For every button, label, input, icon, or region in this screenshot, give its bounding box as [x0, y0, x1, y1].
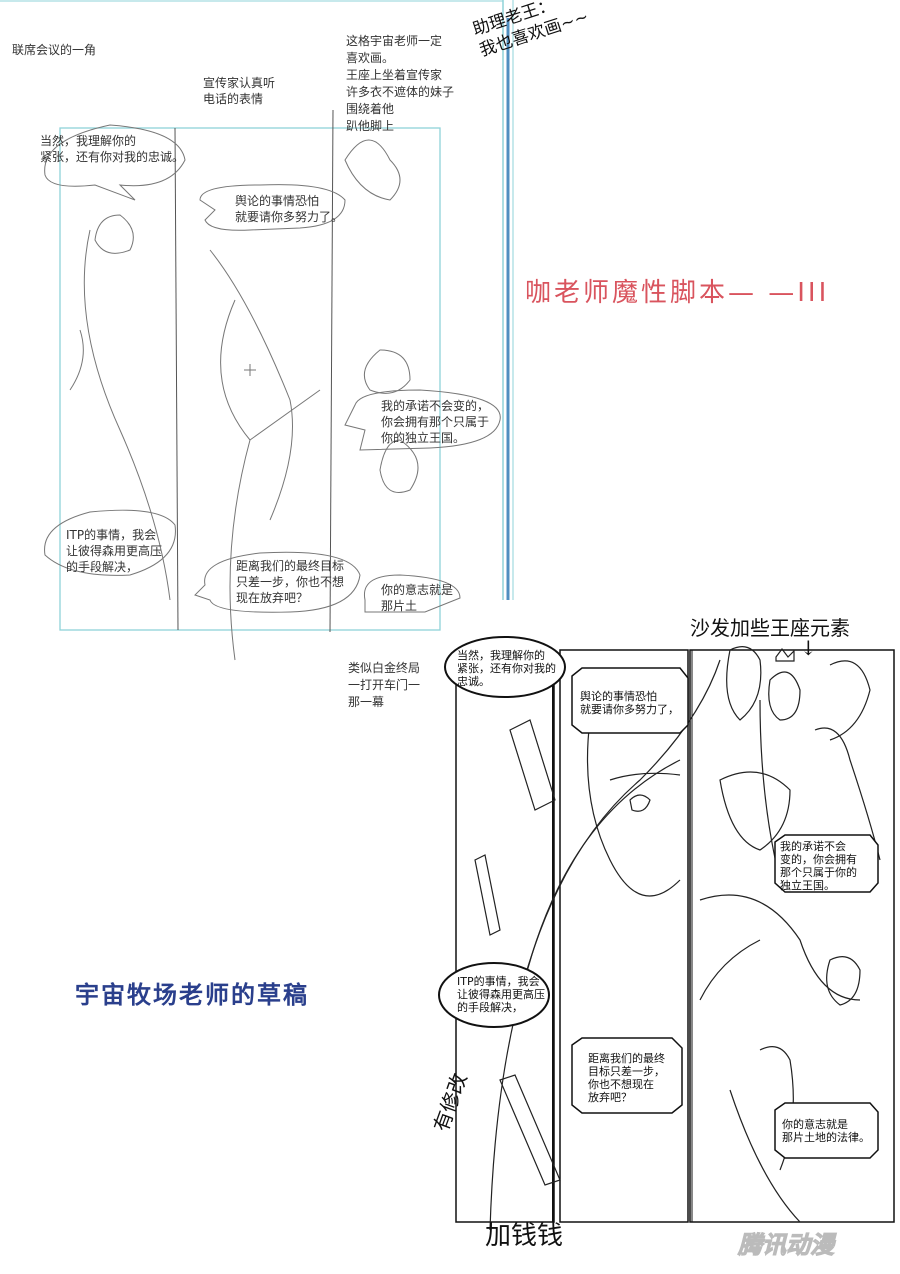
sketch-bubble-5: 距离我们的最终目标 只差一步，你也不想 现在放弃吧？: [236, 559, 345, 605]
rough-sketch-strokes: [44, 124, 501, 661]
draft-bubble-5: 距离我们的最终 目标只差一步， 你也不想现在 放弃吧？: [588, 1052, 665, 1104]
sketch-bubble-3: 我的承诺不会变的， 你会拥有那个只属于 你的独立王国。: [381, 399, 490, 445]
draft-bubble-1: 当然，我理解你的 紧张，还有你对我的 忠诚。: [457, 649, 556, 688]
draft-bubble-shape-5: [571, 1037, 683, 1114]
draft-bubble-shape-3: [774, 834, 879, 893]
handwritten-bottom-note: 加钱钱: [485, 1221, 564, 1251]
draft-bubble-3: 我的承诺不会 变的，你会拥有 那个只属于你的 独立王国。: [780, 840, 857, 892]
note-platinum-end: 类似白金终局 一打开车门一 那一幕: [348, 661, 421, 709]
note-listening-expression: 宣传家认真听 电话的表情: [203, 76, 276, 106]
draft-bubble-6: 你的意志就是 那片土地的法律。: [782, 1118, 870, 1144]
sketch-bubble-2: 舆论的事情恐怕 就要请你多努力了。: [235, 194, 344, 224]
note-throne-scene: 这格宇宙老师一定 喜欢画。 王座上坐着宣传家 许多衣不遮体的妹子 围绕着他 趴他…: [346, 34, 455, 133]
draft-bubbles: [438, 636, 879, 1159]
sketch-bubble-1: 当然，我理解你的 紧张，还有你对我的忠诚。: [40, 134, 185, 164]
draft-bubble-4: ITP的事情，我会 让彼得森用更高压 的手段解决，: [457, 975, 545, 1014]
note-conference-corner: 联席会议的一角: [12, 43, 97, 57]
draft-bubble-shape-6: [774, 1102, 879, 1159]
draft-bubble-shape-4: [438, 962, 550, 1028]
draft-panels: [455, 649, 895, 1223]
storyboard-frame: [59, 127, 441, 631]
draft-bubble-2: 舆论的事情恐怕 就要请你多努力了，: [580, 690, 679, 716]
red-title: 咖老师魔性脚本— —III: [525, 278, 830, 308]
sketch-bubble-4: ITP的事情，我会 让彼得森用更高压 的手段解决，: [66, 528, 163, 574]
draft-panel-middle: [559, 649, 689, 1223]
blue-caption: 宇宙牧场老师的草稿: [75, 981, 309, 1009]
sketch-bubble-6: 你的意志就是 那片土: [381, 583, 454, 613]
draft-bubble-shape-2: [571, 667, 689, 734]
draft-panel-right: [689, 649, 895, 1223]
arrow-down-icon: ↓: [800, 636, 817, 660]
handwritten-throne-note: 沙发加些王座元素: [690, 616, 850, 640]
watermark-logo: 腾讯动漫: [738, 1231, 835, 1260]
draft-panel-left: [455, 651, 555, 1223]
storyboard-guides: [0, 0, 514, 633]
draft-bubble-shape-1: [444, 636, 566, 698]
